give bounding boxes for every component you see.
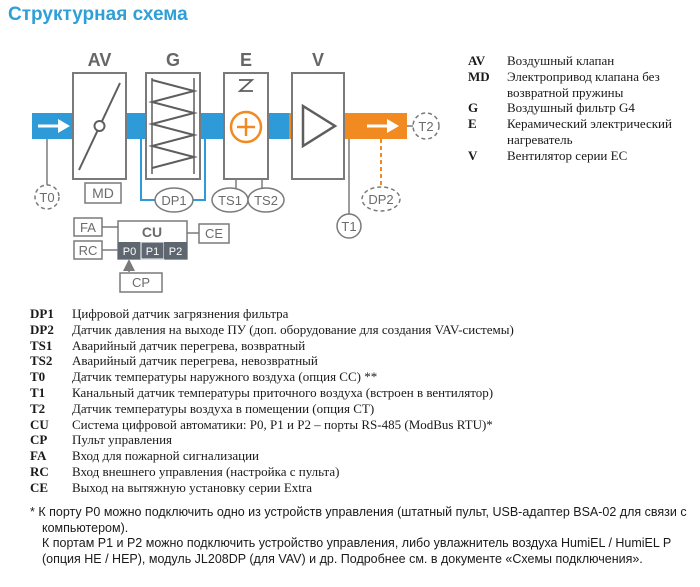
legend-row: T0 Датчик температуры наружного воздуха (… (30, 369, 690, 385)
page-title: Структурная схема (8, 4, 188, 25)
legend-code: CP (30, 432, 48, 448)
legend-description: Датчик температуры наружного воздуха (оп… (72, 369, 378, 385)
legend-description: Электропривод клапана без возвратной пру… (507, 68, 660, 100)
ts1-label: TS1 (218, 193, 242, 208)
legend-code: AV (468, 53, 486, 68)
cp-label: CP (132, 275, 150, 290)
legend-code: TS1 (30, 337, 53, 353)
port-p2 (164, 242, 187, 259)
legend-row: DP2 Датчик давления на выходе ПУ (доп. об… (30, 322, 690, 338)
legend-code: MD (468, 68, 490, 84)
legend-code: TS2 (30, 353, 53, 369)
t1-label: T1 (341, 219, 356, 234)
ts2-label: TS2 (254, 193, 278, 208)
port-p1-label: P1 (146, 246, 159, 258)
filter-label: G (166, 50, 180, 70)
legend-row: CE Выход на вытяжную установку серии Extr… (30, 480, 690, 496)
filter-block (145, 72, 201, 180)
legend-description: Воздушный клапан (507, 53, 615, 68)
legend-description: Датчик давления на выходе ПУ (доп. обору… (72, 321, 514, 337)
supply-arrow-icon (367, 119, 399, 133)
dp1-sensor (154, 187, 194, 213)
legend-description: Керамический электрический нагреватель (507, 116, 672, 147)
t2-sensor (412, 112, 440, 140)
legend-code: T1 (30, 384, 46, 400)
md-label: MD (92, 185, 114, 201)
dp1-label: DP1 (161, 193, 186, 208)
control-unit-label: CU (142, 224, 162, 240)
legend-code: DP1 (30, 306, 54, 321)
rc-label: RC (79, 243, 98, 258)
heater-label: E (240, 50, 252, 70)
legend-row: MD Электропривод клапана без возвратной п… (468, 69, 694, 101)
legend-description: Система цифровой автоматики: Р0, Р1 и Р2… (72, 416, 493, 432)
ce-label: CE (205, 226, 223, 241)
dp2-sensor (361, 186, 401, 212)
t0-sensor (34, 184, 60, 210)
legend-description: Пульт управления (72, 432, 173, 448)
dp2-label: DP2 (368, 192, 393, 207)
legend-description: Вход внешнего управления (настройка с пу… (72, 463, 340, 479)
intake-arrow-icon (38, 119, 70, 133)
legend-row: TS2 Аварийный датчик перегрева, невозврат… (30, 353, 690, 369)
thermal-switch-icon (237, 79, 255, 92)
footnote-line-2: К портам Р1 и Р2 можно подключить устрой… (42, 536, 671, 566)
t2-label: T2 (418, 119, 433, 134)
legend-description: Вход для пожарной сигнализации (72, 448, 259, 464)
legend-description: Датчик температуры воздуха в помещении (… (72, 400, 375, 416)
legend-code: V (468, 147, 478, 163)
legend-row: FA Вход для пожарной сигнализации (30, 448, 690, 464)
legend-description: Аварийный датчик перегрева, невозвратный (72, 353, 318, 369)
port-p0 (118, 242, 141, 259)
footnote: * К порту Р0 можно подключить одно из ус… (30, 505, 690, 567)
legend-row: CU Система цифровой автоматики: Р0, Р1 и … (30, 417, 690, 433)
legend-description: Канальный датчик температуры приточного … (72, 384, 494, 400)
legend-row: G Воздушный фильтр G4 (468, 100, 694, 116)
legend-description: Аварийный датчик перегрева, возвратный (72, 337, 306, 353)
structure-diagram: AV MD G DP1 E TS1 TS2 V T1 DP2 T2 T0 FA … (32, 50, 440, 293)
legend-row: TS1 Аварийный датчик перегрева, возвратны… (30, 338, 690, 354)
legend-description: Цифровой датчик загрязнения фильтра (72, 306, 289, 321)
damper-blade-icon (93, 120, 106, 132)
fan-label: V (312, 50, 324, 70)
t1-sensor (336, 213, 362, 239)
legend-description: Вентилятор серии ЕС (507, 147, 628, 163)
ts2-sensor (247, 187, 285, 213)
legend-row: T1 Канальный датчик температуры приточног… (30, 385, 690, 401)
legend-code: T0 (30, 369, 46, 385)
air-damper-label: AV (88, 50, 112, 70)
fa-label: FA (80, 220, 96, 235)
port-p0-label: P0 (123, 246, 136, 258)
cp-block (119, 272, 163, 293)
legend-code: RC (30, 463, 49, 479)
port-p2-label: P2 (169, 246, 182, 258)
legend-row: CP Пульт управления (30, 432, 690, 448)
legend-row: T2 Датчик температуры воздуха в помещении… (30, 401, 690, 417)
legend-code: CE (30, 479, 49, 495)
legend-code: E (468, 116, 477, 132)
legend-description: Выход на вытяжную установку серии Extra (72, 479, 313, 495)
legend-row: V Вентилятор серии ЕС (468, 148, 694, 164)
legend-code: CU (30, 416, 49, 432)
footnote-line-1: * К порту Р0 можно подключить одно из ус… (30, 505, 687, 535)
md-block (84, 182, 122, 204)
legend-row: E Керамический электрический нагреватель (468, 116, 694, 148)
t0-label: T0 (39, 190, 54, 205)
legend-code: FA (30, 448, 47, 464)
legend-row: RC Вход внешнего управления (настройка с … (30, 464, 690, 480)
legend-row: DP1 Цифровой датчик загрязнения фильтра (30, 306, 690, 322)
legend-code: G (468, 100, 479, 116)
legend-description: Воздушный фильтр G4 (507, 100, 635, 116)
legend-code: DP2 (30, 321, 54, 337)
legend-row: AV Воздушный клапан (468, 53, 694, 69)
legend-code: T2 (30, 400, 46, 416)
ce-block (198, 223, 230, 244)
